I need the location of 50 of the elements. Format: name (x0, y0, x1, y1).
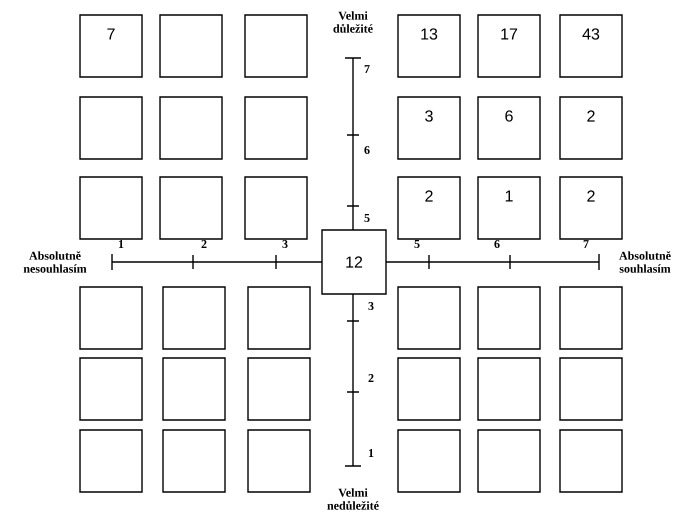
empty-box (397, 429, 461, 493)
empty-box (162, 429, 226, 493)
tick-number: 1 (368, 449, 374, 457)
value-box: 6 (477, 96, 541, 160)
value-box: 3 (397, 96, 461, 160)
tick-number: 6 (364, 146, 370, 154)
empty-box (79, 429, 143, 493)
tick-number: 5 (414, 240, 420, 248)
empty-box (244, 96, 308, 160)
axis-end-label: Velmi důležité (334, 11, 373, 33)
empty-box (159, 96, 223, 160)
axis-end-label: Absolutně nesouhlasím (24, 251, 86, 273)
empty-box (559, 286, 623, 350)
empty-box (79, 357, 143, 421)
empty-box (244, 14, 308, 78)
empty-box (247, 286, 311, 350)
empty-box (79, 96, 143, 160)
empty-box (397, 286, 461, 350)
tick-number: 3 (368, 302, 374, 310)
value-box: 2 (559, 176, 623, 240)
tick-number: 3 (282, 240, 288, 248)
empty-box (244, 176, 308, 240)
empty-box (162, 357, 226, 421)
tick-number: 5 (364, 214, 370, 222)
empty-box (159, 14, 223, 78)
tick-number: 2 (368, 374, 374, 382)
tick-number: 6 (494, 240, 500, 248)
value-box: 1 (477, 176, 541, 240)
center-box: 12 (321, 229, 387, 295)
value-box: 13 (397, 14, 461, 78)
empty-box (159, 176, 223, 240)
value-box: 7 (79, 14, 143, 78)
empty-box (397, 357, 461, 421)
empty-box (477, 286, 541, 350)
axis-end-label: Velmi nedůležité (327, 488, 379, 510)
value-box: 43 (559, 14, 623, 78)
empty-box (477, 357, 541, 421)
value-box: 17 (477, 14, 541, 78)
empty-box (247, 429, 311, 493)
value-box: 2 (397, 176, 461, 240)
empty-box (559, 357, 623, 421)
empty-box (79, 286, 143, 350)
empty-box (247, 357, 311, 421)
empty-box (162, 286, 226, 350)
empty-box (559, 429, 623, 493)
tick-number: 7 (364, 65, 370, 73)
empty-box (477, 429, 541, 493)
value-box: 2 (559, 96, 623, 160)
axis-end-label: Absolutně souhlasím (619, 251, 671, 273)
empty-box (79, 176, 143, 240)
